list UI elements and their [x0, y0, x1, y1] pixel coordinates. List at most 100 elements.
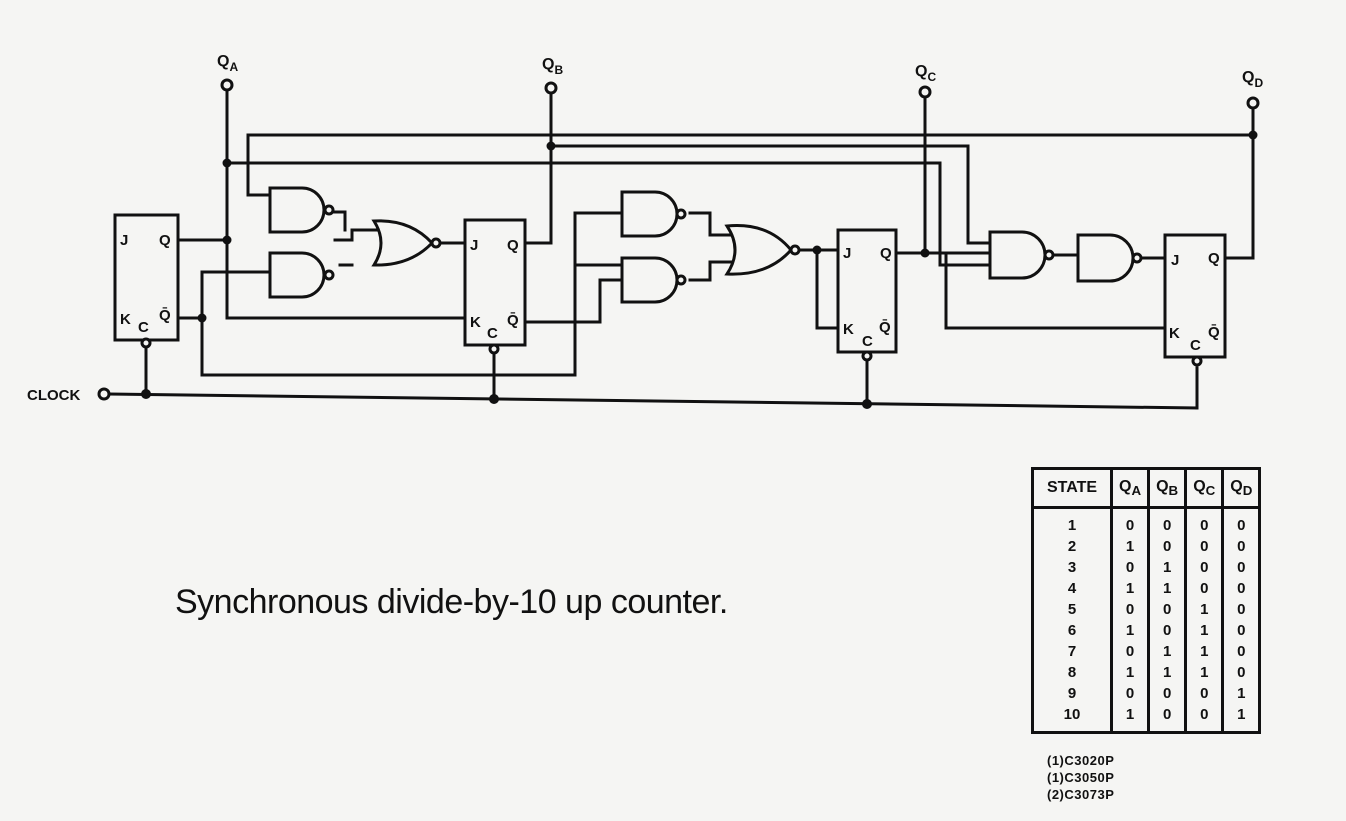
output-label-qc: QC [915, 63, 936, 84]
state-cell: 5 [1031, 599, 1113, 620]
q-cell: 1 [1147, 662, 1188, 683]
q-cell: 0 [1184, 704, 1225, 734]
q-cell: 0 [1109, 599, 1151, 620]
nand-gate-1 [268, 186, 335, 234]
q-cell: 1 [1109, 704, 1151, 734]
pin-qbar: Q̄ [507, 311, 519, 329]
state-cell: 9 [1031, 683, 1113, 704]
q-cell: 0 [1221, 620, 1262, 641]
q-cell: 1 [1184, 620, 1225, 641]
q-cell: 0 [1184, 507, 1225, 536]
state-cell: 4 [1031, 578, 1113, 599]
q-cell: 0 [1221, 578, 1262, 599]
parts-list: (1)C3020P (1)C3050P (2)C3073P [1047, 752, 1114, 803]
state-cell: 3 [1031, 557, 1113, 578]
q-cell: 1 [1147, 641, 1188, 662]
q-cell: 1 [1109, 578, 1151, 599]
pin-k: K [843, 321, 854, 338]
flip-flop-b [463, 218, 527, 355]
pin-c: C [138, 319, 149, 336]
q-cell: 0 [1184, 557, 1225, 578]
q-cell: 0 [1221, 557, 1262, 578]
nand-gate-4 [620, 256, 687, 304]
nand-gate-5 [988, 230, 1055, 280]
q-cell: 1 [1184, 641, 1225, 662]
header-state: STATE [1031, 467, 1113, 509]
q-cell: 0 [1221, 662, 1262, 683]
flip-flop-c [836, 228, 898, 362]
pin-qbar: Q̄ [1208, 323, 1220, 341]
pin-q: Q [159, 232, 171, 249]
q-cell: 0 [1147, 507, 1188, 536]
output-label-qb: QB [542, 56, 563, 77]
table-header-row: STATE QA QB QC QD [1031, 467, 1262, 509]
header-qb: QB [1147, 467, 1188, 509]
q-cell: 1 [1147, 557, 1188, 578]
pin-j: J [470, 237, 478, 254]
q-cell: 0 [1147, 620, 1188, 641]
part-item: (1)C3050P [1047, 770, 1115, 785]
q-cell: 0 [1221, 599, 1262, 620]
header-qd: QD [1221, 467, 1262, 509]
q-cell: 1 [1184, 599, 1225, 620]
q-cell: 1 [1221, 683, 1262, 704]
q-cell: 0 [1109, 683, 1151, 704]
q-cell: 0 [1147, 683, 1188, 704]
q-cell: 1 [1109, 662, 1151, 683]
q-cell: 0 [1221, 536, 1262, 557]
q-cell: 0 [1147, 599, 1188, 620]
pin-j: J [120, 232, 128, 249]
q-cell: 1 [1109, 620, 1151, 641]
q-cell: 0 [1109, 641, 1151, 662]
output-label-qd: QD [1242, 69, 1263, 90]
part-item: (2)C3073P [1047, 787, 1115, 802]
nand-gate-2 [268, 251, 335, 299]
nor-gate-1 [371, 219, 442, 267]
flip-flop-a [113, 213, 180, 349]
q-cell: 1 [1184, 662, 1225, 683]
flip-flop-d [1163, 233, 1227, 367]
state-cell: 8 [1031, 662, 1113, 683]
state-cell: 2 [1031, 536, 1113, 557]
pin-q: Q [880, 245, 892, 262]
q-cell: 1 [1147, 578, 1188, 599]
pin-k: K [1169, 325, 1180, 342]
output-wires [176, 78, 1260, 377]
q-cell: 1 [1221, 704, 1262, 734]
pin-c: C [487, 325, 498, 342]
pin-q: Q [1208, 250, 1220, 267]
part-item: (1)C3020P [1047, 753, 1115, 768]
q-cell: 0 [1184, 683, 1225, 704]
pin-k: K [470, 314, 481, 331]
pin-qbar: Q̄ [879, 318, 891, 336]
pin-c: C [862, 333, 873, 350]
header-qc: QC [1184, 467, 1225, 509]
clock-label: CLOCK [27, 387, 80, 404]
q-cell: 0 [1109, 557, 1151, 578]
q-cell: 0 [1109, 507, 1151, 536]
figure-caption: Synchronous divide-by-10 up counter. [175, 583, 728, 621]
pin-j: J [843, 245, 851, 262]
state-cell: 7 [1031, 641, 1113, 662]
clock-wires [97, 338, 1199, 410]
q-cell: 0 [1221, 507, 1262, 536]
pin-q: Q [507, 237, 519, 254]
pin-labels: J Q K Q̄ C J Q K Q̄ C J Q K Q̄ C J Q K Q… [120, 232, 1220, 354]
header-qa: QA [1109, 467, 1151, 509]
q-cell: 1 [1109, 536, 1151, 557]
nor-gate-2 [724, 224, 801, 276]
nand-gate-6 [1076, 233, 1143, 283]
state-cell: 1 [1031, 507, 1113, 536]
pin-qbar: Q̄ [159, 306, 171, 324]
output-label-qa: QA [217, 53, 238, 74]
